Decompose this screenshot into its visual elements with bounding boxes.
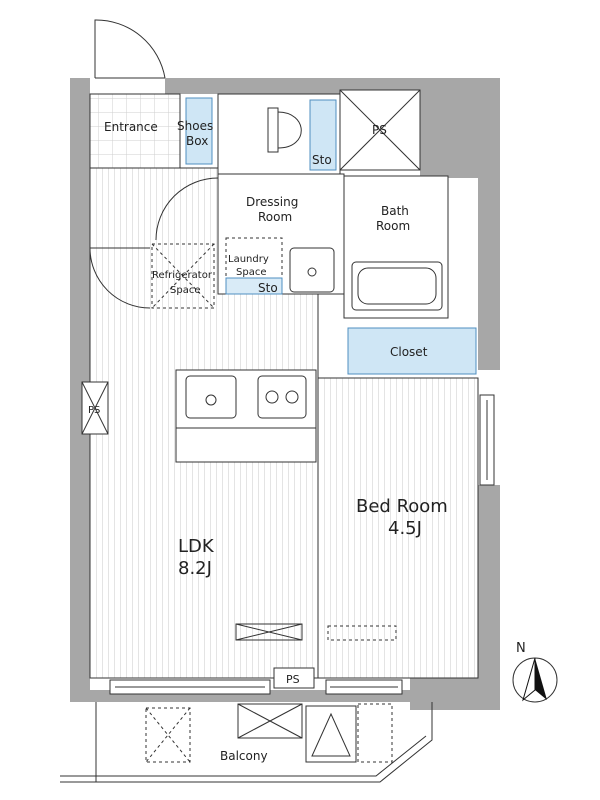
sto-laundry-label: Sto — [258, 281, 278, 295]
dressing-room — [217, 173, 345, 295]
bed-room-label-2: 4.5J — [388, 518, 422, 539]
compass-label: N — [516, 641, 526, 656]
toilet-room — [217, 93, 341, 175]
entrance-hall-arc — [89, 247, 151, 309]
ps-left-label: PS — [88, 405, 100, 416]
bed-room-label-1: Bed Room — [356, 496, 448, 517]
dressing-label-2: Room — [258, 210, 292, 224]
closet — [347, 327, 477, 375]
refrigerator-label-2: Space — [170, 285, 200, 296]
bath-room — [343, 175, 449, 319]
sto-toilet-label: Sto — [312, 153, 332, 167]
south-windows — [109, 679, 403, 695]
dressing-label-1: Dressing — [246, 195, 298, 209]
room-labels: Entrance Shoes Box PS Sto Dressing Room … — [88, 119, 448, 763]
shoes-box-label-1: Shoes — [177, 119, 213, 133]
entrance-door — [94, 19, 166, 79]
ldk-label-2: 8.2J — [178, 558, 212, 579]
ldk-aircon — [235, 623, 303, 641]
ldk-door-arc — [155, 177, 219, 241]
bath-label-1: Bath — [381, 204, 409, 218]
bedroom-window — [479, 394, 495, 486]
ps-bottom — [273, 667, 315, 689]
refrigerator-label-1: Refrigerator — [152, 270, 213, 281]
laundry-label-2: Space — [236, 267, 266, 278]
ps-bottom-label: PS — [286, 673, 300, 686]
laundry-space — [225, 237, 335, 295]
refrigerator-space — [151, 243, 215, 309]
kitchen-counter — [175, 369, 317, 463]
balcony-label: Balcony — [220, 749, 268, 763]
laundry-label-1: Laundry — [228, 254, 269, 265]
ldk-label-1: LDK — [178, 536, 215, 557]
entrance-floor — [89, 93, 181, 169]
ps-left — [81, 381, 109, 435]
bed-aircon — [327, 625, 397, 641]
entrance-label: Entrance — [104, 120, 158, 134]
shoes-box — [185, 97, 213, 165]
closet-label: Closet — [390, 345, 428, 359]
bath-label-2: Room — [376, 219, 410, 233]
shoes-box-label-2: Box — [186, 134, 208, 148]
balcony — [60, 702, 433, 783]
ps-top — [339, 89, 421, 171]
ps-top-label: PS — [372, 123, 387, 137]
north-compass: N — [512, 641, 558, 703]
bed-room-floor — [317, 377, 479, 679]
